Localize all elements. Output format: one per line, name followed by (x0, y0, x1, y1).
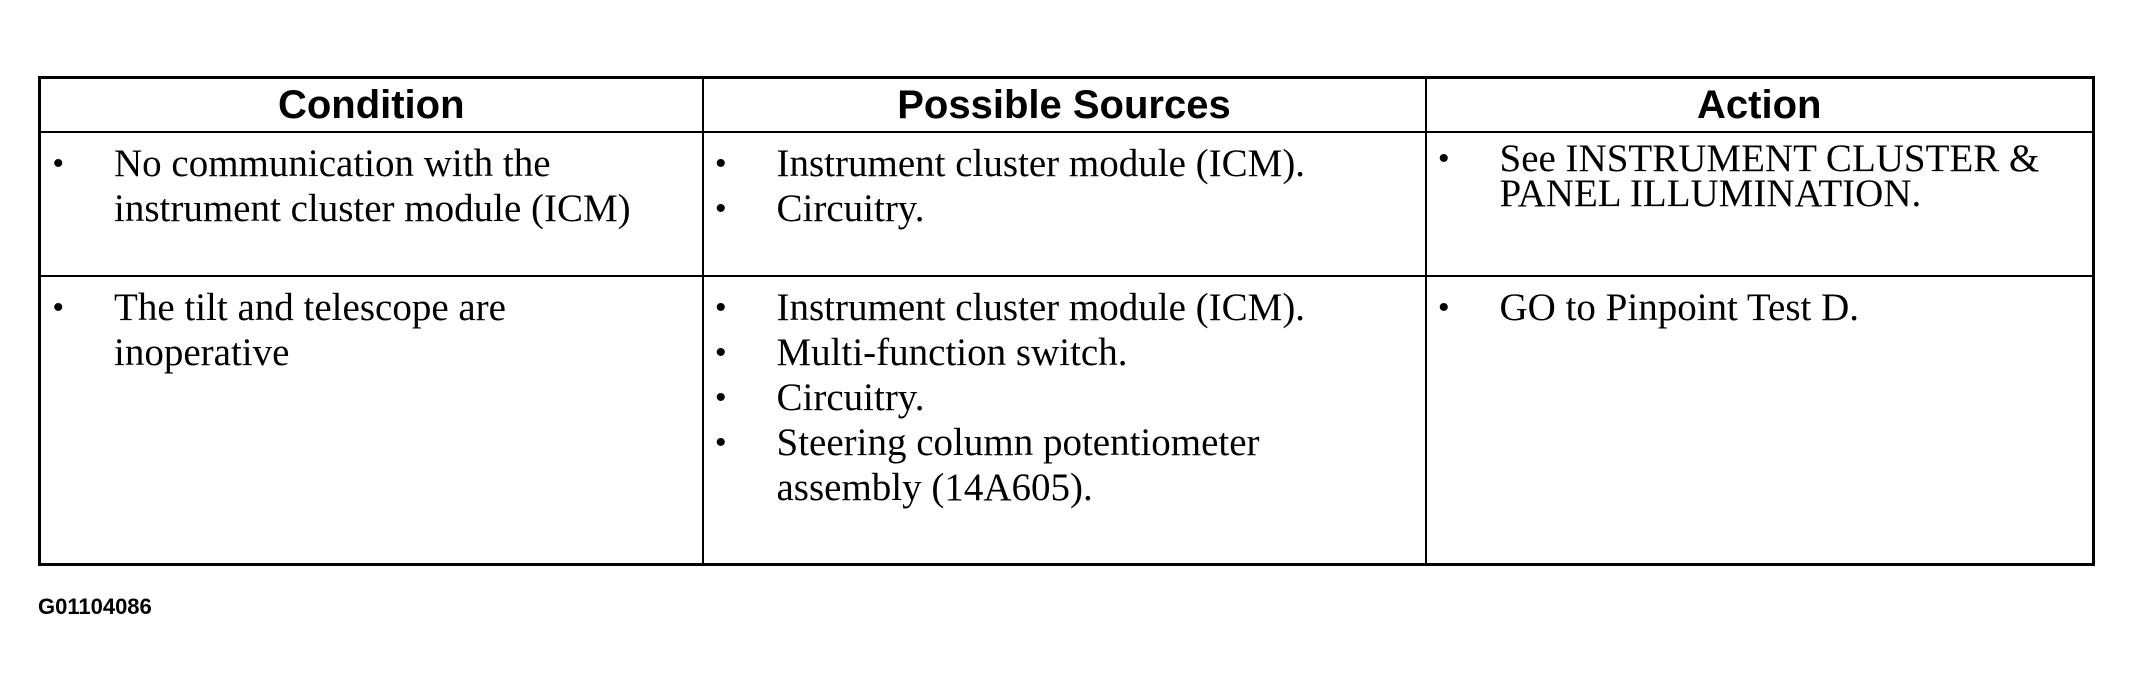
diagnostic-table: Condition Possible Sources Action • No c… (38, 76, 2095, 566)
source-text: Circuitry. (776, 376, 925, 419)
list-item: • Circuitry. (716, 186, 1413, 231)
action-cell: • GO to Pinpoint Test D. (1424, 275, 2095, 566)
action-list: • See INSTRUMENT CLUSTER & PANEL ILLUMIN… (1438, 139, 2081, 213)
source-text: Instrument cluster module (ICM). (776, 286, 1306, 329)
condition-cell: • No communication with the instrument c… (38, 131, 704, 277)
header-possible-sources: Possible Sources (701, 76, 1427, 133)
bullet-icon: • (715, 192, 727, 225)
bullet-icon: • (715, 336, 727, 369)
action-list: • GO to Pinpoint Test D. (1439, 285, 2081, 330)
condition-text: No communication with the instrument clu… (114, 142, 631, 230)
bullet-icon: • (715, 381, 727, 414)
bullet-icon: • (53, 291, 64, 324)
source-text: Steering column potentiometer assembly (… (776, 421, 1260, 509)
bullet-icon: • (715, 426, 727, 459)
action-text: GO to Pinpoint Test D. (1499, 286, 1860, 329)
list-item: • Circuitry. (716, 375, 1413, 420)
condition-list: • No communication with the instrument c… (53, 141, 690, 231)
bullet-icon: • (1438, 291, 1450, 324)
header-row: Condition Possible Sources Action (38, 76, 2095, 133)
figure-id: G01104086 (38, 594, 152, 619)
list-item: • Instrument cluster module (ICM). (716, 141, 1413, 186)
bullet-icon: • (715, 291, 727, 324)
action-text: See INSTRUMENT CLUSTER & PANEL ILLUMINAT… (1499, 137, 2040, 215)
sources-list: • Instrument cluster module (ICM). • Mul… (716, 285, 1413, 510)
possible-sources-cell: • Instrument cluster module (ICM). • Cir… (701, 131, 1427, 277)
possible-sources-cell: • Instrument cluster module (ICM). • Mul… (701, 275, 1427, 566)
header-action: Action (1424, 76, 2095, 133)
list-item: • GO to Pinpoint Test D. (1439, 285, 2081, 330)
list-item: • Multi-function switch. (716, 330, 1413, 375)
source-text: Instrument cluster module (ICM). (776, 142, 1306, 185)
list-item: • The tilt and telescope are inoperative (53, 285, 690, 375)
table-row: • The tilt and telescope are inoperative… (38, 275, 2095, 566)
source-text: Multi-function switch. (776, 331, 1128, 374)
list-item: • No communication with the instrument c… (53, 141, 690, 231)
list-item: • Instrument cluster module (ICM). (716, 285, 1413, 330)
condition-text: The tilt and telescope are inoperative (114, 286, 506, 374)
table-row: • No communication with the instrument c… (38, 131, 2095, 277)
bullet-icon: • (53, 147, 64, 180)
header-condition: Condition (38, 76, 704, 133)
action-cell: • See INSTRUMENT CLUSTER & PANEL ILLUMIN… (1424, 131, 2095, 277)
bullet-icon: • (715, 147, 727, 180)
condition-cell: • The tilt and telescope are inoperative (38, 275, 704, 566)
list-item: • Steering column potentiometer assembly… (716, 420, 1413, 510)
list-item: • See INSTRUMENT CLUSTER & PANEL ILLUMIN… (1438, 139, 2081, 213)
condition-list: • The tilt and telescope are inoperative (53, 285, 690, 375)
source-text: Circuitry. (776, 187, 925, 230)
bullet-icon: • (1438, 142, 1450, 175)
sources-list: • Instrument cluster module (ICM). • Cir… (716, 141, 1413, 231)
